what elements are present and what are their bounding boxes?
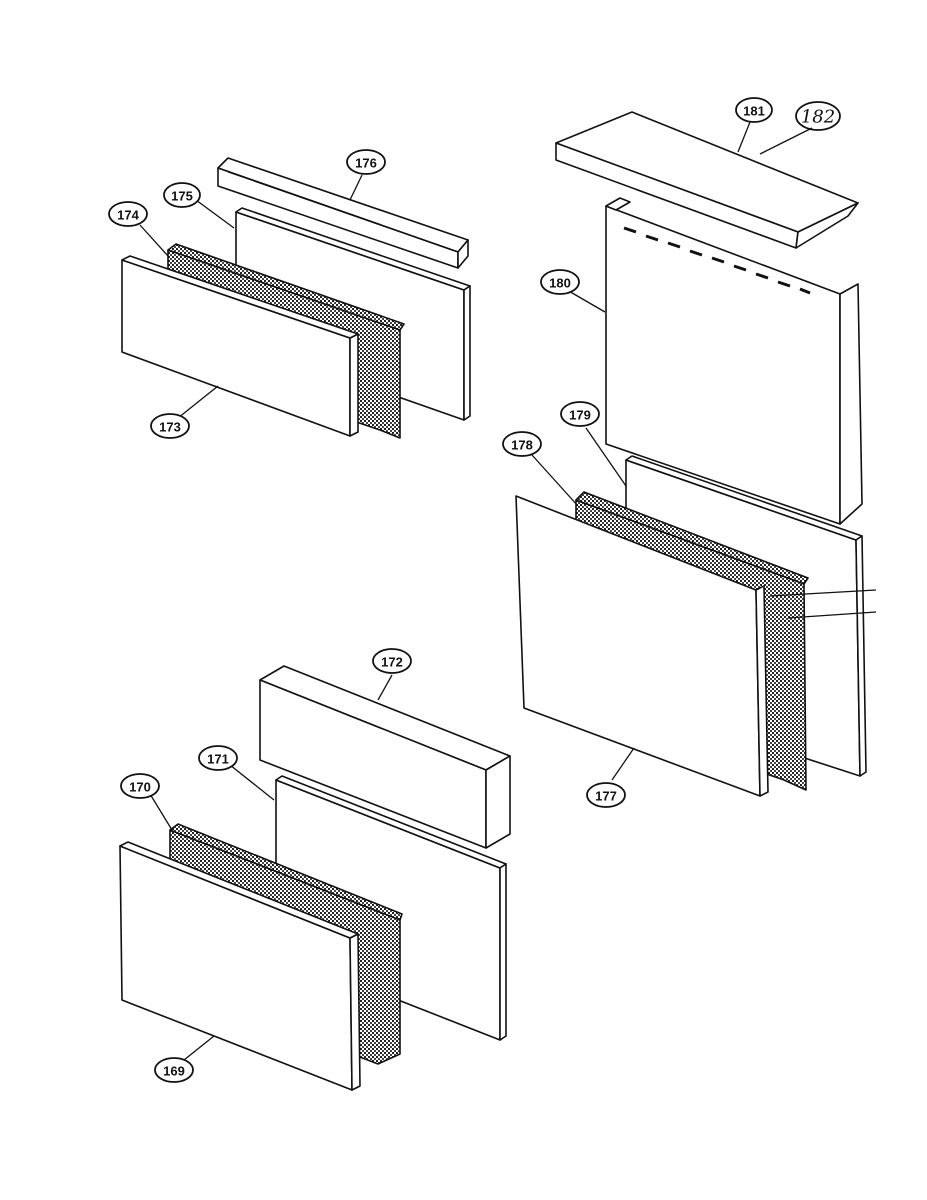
callout-176: 176 [355, 156, 377, 171]
callout-175-bubble [163, 182, 201, 208]
callout-178: 178 [511, 438, 533, 453]
callout-177: 177 [595, 789, 617, 804]
callout-179: 179 [569, 408, 591, 423]
part-173-front-panel [121, 255, 359, 437]
callout-181: 181 [743, 104, 765, 119]
callout-182-handwritten-circle [795, 101, 841, 131]
part-176-top-cap [217, 157, 469, 269]
part-172-top-block [259, 665, 511, 849]
part-177-front-panel [515, 495, 769, 797]
callout-171-bubble [198, 745, 238, 771]
callout-180-bubble [540, 269, 580, 295]
callout-179-bubble [560, 401, 600, 427]
callout-171: 171 [207, 752, 229, 767]
callout-169: 169 [163, 1064, 185, 1079]
callout-180: 180 [549, 276, 571, 291]
callout-176-bubble [346, 149, 386, 175]
callout-172-bubble [372, 648, 412, 674]
callout-182: 182 [801, 107, 835, 128]
callout-170-bubble [120, 773, 160, 799]
callout-174-bubble [108, 201, 148, 227]
callout-174: 174 [117, 208, 139, 223]
part-169-front-panel [119, 841, 361, 1091]
callout-172: 172 [381, 655, 403, 670]
callout-181-bubble [735, 97, 773, 123]
callout-175: 175 [171, 189, 193, 204]
callout-178-bubble [502, 431, 542, 457]
callout-173: 173 [159, 420, 181, 435]
callout-177-bubble [586, 782, 626, 808]
callout-169-bubble [154, 1057, 194, 1083]
callout-170: 170 [129, 780, 151, 795]
part-181-top-cover [555, 111, 859, 249]
callout-173-bubble [150, 413, 190, 439]
part-180-rear-housing [605, 197, 863, 525]
